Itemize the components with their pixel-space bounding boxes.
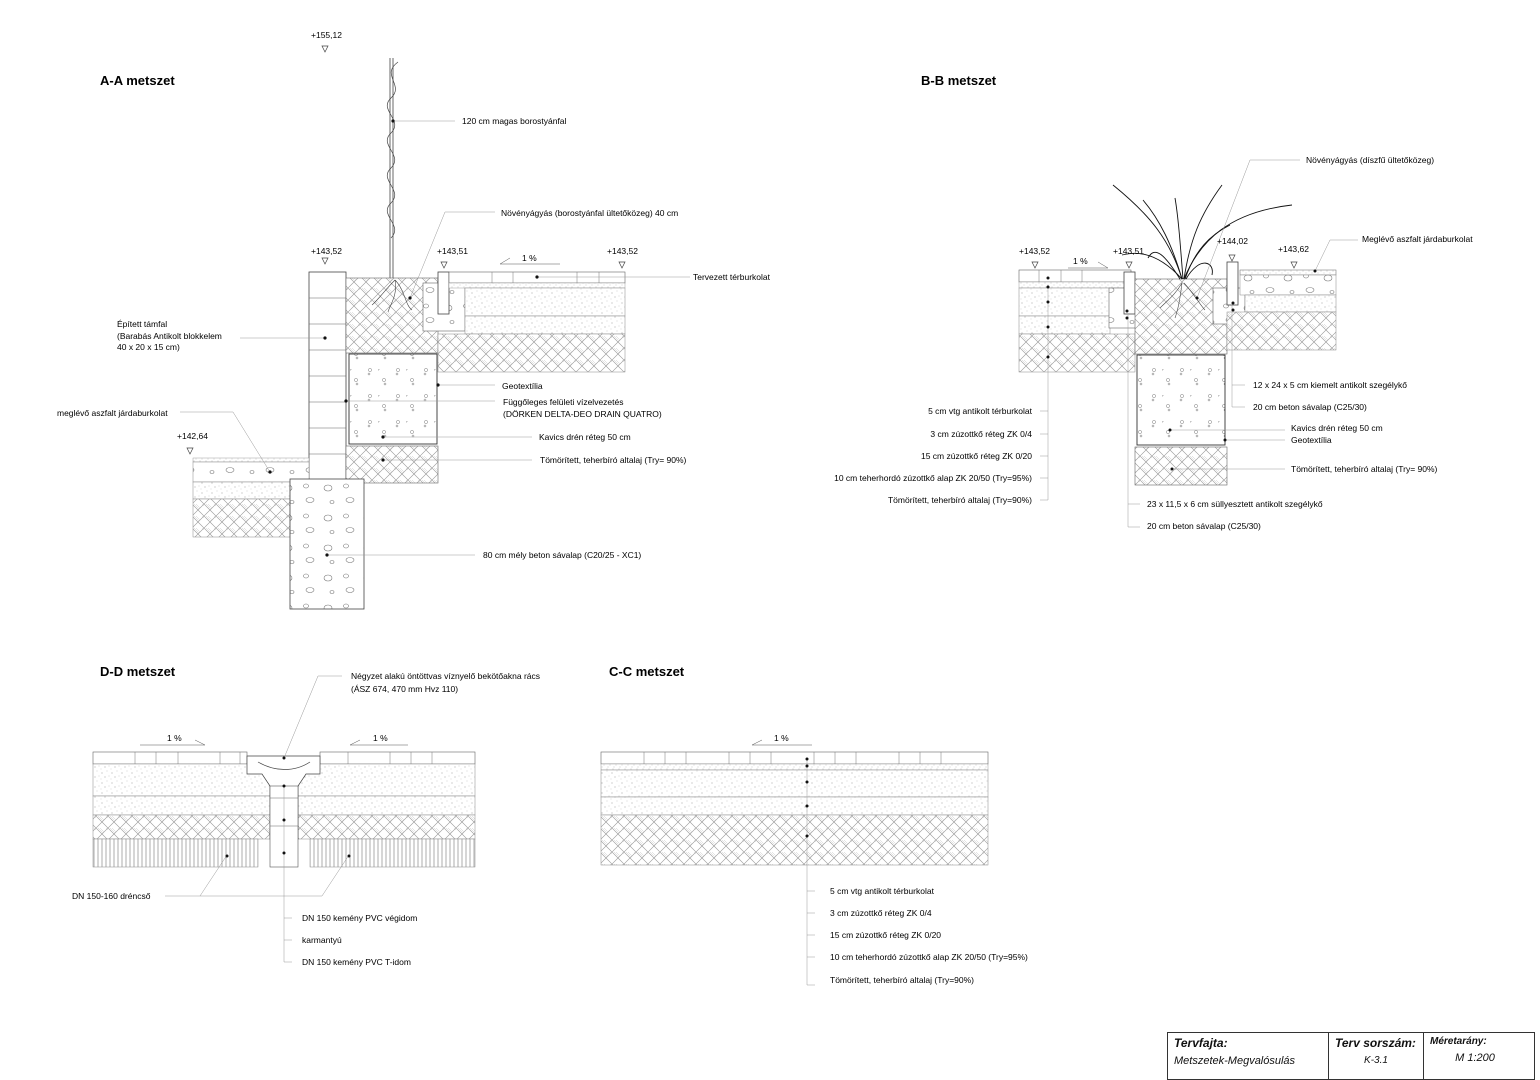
layer-label: 5 cm vtg antikolt térburkolat <box>928 406 1033 416</box>
plan-type-cell: Tervfajta: Metszetek-Megvalósulás <box>1168 1033 1329 1079</box>
callout-label: 20 cm beton sávalap (C25/30) <box>1253 402 1367 412</box>
callout-label: meglévő aszfalt járdaburkolat <box>57 408 168 418</box>
layer-label: 10 cm teherhordó zúzottkő alap ZK 20/50 … <box>834 473 1032 483</box>
plan-number-cell: Terv sorszám: K-3.1 <box>1329 1033 1424 1079</box>
plan-type-value: Metszetek-Megvalósulás <box>1174 1055 1296 1067</box>
layer-label: 15 cm zúzottkő réteg ZK 0/20 <box>921 451 1032 461</box>
plan-number-value: K-3.1 <box>1364 1055 1388 1066</box>
layer-label: 10 cm teherhordó zúzottkő alap ZK 20/50 … <box>830 952 1028 962</box>
callout-label: Geotextília <box>1291 435 1332 445</box>
slope-label: 1 % <box>522 253 537 263</box>
callout-label: Tervezett térburkolat <box>693 272 771 282</box>
scale-cell: Méretarány: M 1:200 <box>1424 1033 1526 1079</box>
level-label: +143,51 <box>437 246 468 256</box>
callout-label: Meglévő aszfalt járdaburkolat <box>1362 234 1473 244</box>
level-label: +142,64 <box>177 431 208 441</box>
section-titles: A-A metszet B-B metszet D-D metszet C-C … <box>100 73 997 679</box>
title-d-d: D-D metszet <box>100 664 176 679</box>
c-c-labels: 1 % 5 cm vtg antikolt térburkolat 3 cm z… <box>774 733 1028 985</box>
slope-label: 1 % <box>774 733 789 743</box>
callout-label: Tömörített, teherbíró altalaj (Try= 90%) <box>1291 464 1438 474</box>
callout-label: Tömörített, teherbíró altalaj (Try= 90%) <box>540 455 687 465</box>
b-b-labels: +143,52 +143,51 +144,02 +143,62 1 % Növé… <box>834 155 1473 531</box>
section-d-d <box>92 675 476 963</box>
level-label: +143,62 <box>1278 244 1309 254</box>
callout-label: 20 cm beton sávalap (C25/30) <box>1147 521 1261 531</box>
callout-label: 120 cm magas borostyánfal <box>462 116 567 126</box>
callout-label: DN 150 kemény PVC T-idom <box>302 957 411 967</box>
callout-label: Épített támfal <box>117 319 167 329</box>
section-c-c <box>600 739 989 986</box>
callout-label: (DÖRKEN DELTA-DEO DRAIN QUATRO) <box>503 409 662 419</box>
slope-label: 1 % <box>167 733 182 743</box>
layer-label: Tömörített, teherbíró altalaj (Try=90%) <box>888 495 1032 505</box>
a-a-labels: +155,12 +143,52 +143,51 +143,52 +142,64 … <box>57 30 771 560</box>
level-label: +143,52 <box>607 246 638 256</box>
callout-label: 80 cm mély beton sávalap (C20/25 - XC1) <box>483 550 641 560</box>
callout-label: 12 x 24 x 5 cm kiemelt antikolt szegélyk… <box>1253 380 1407 390</box>
callout-label: DN 150 kemény PVC végidom <box>302 913 417 923</box>
section-a-a <box>180 45 690 610</box>
callout-label: Négyzet alakú öntöttvas víznyelő bekötőa… <box>351 671 540 681</box>
scale-label: Méretarány: <box>1430 1036 1487 1047</box>
slope-label: 1 % <box>1073 256 1088 266</box>
d-d-labels: 1 % 1 % Négyzet alakú öntöttvas víznyelő… <box>72 671 540 967</box>
plan-type-label: Tervfajta: <box>1174 1036 1228 1050</box>
title-c-c: C-C metszet <box>609 664 685 679</box>
level-label: +155,12 <box>311 30 342 40</box>
callout-label: Kavics drén réteg 50 cm <box>1291 423 1383 433</box>
section-b-b <box>1018 159 1358 528</box>
layer-label: Tömörített, teherbíró altalaj (Try=90%) <box>830 975 974 985</box>
callout-label: Növényágyás (borostyánfal ültetőközeg) 4… <box>501 208 678 218</box>
level-label: +143,52 <box>311 246 342 256</box>
callout-label: karmantyú <box>302 935 342 945</box>
layer-label: 3 cm zúzottkő réteg ZK 0/4 <box>930 429 1032 439</box>
callout-label: Geotextília <box>502 381 543 391</box>
callout-label: 23 x 11,5 x 6 cm süllyesztett antikolt s… <box>1147 499 1323 509</box>
callout-label: DN 150-160 dréncső <box>72 891 151 901</box>
callout-label: Függőleges felületi vízelvezetés <box>503 397 624 407</box>
title-a-a: A-A metszet <box>100 73 175 88</box>
level-label: +143,52 <box>1019 246 1050 256</box>
slope-label: 1 % <box>373 733 388 743</box>
callout-label: (ÁSZ 674, 470 mm Hvz 110) <box>351 684 458 694</box>
layer-label: 15 cm zúzottkő réteg ZK 0/20 <box>830 930 941 940</box>
title-b-b: B-B metszet <box>921 73 997 88</box>
layer-label: 3 cm zúzottkő réteg ZK 0/4 <box>830 908 932 918</box>
callout-label: Növényágyás (díszfű ültetőközeg) <box>1306 155 1434 165</box>
callout-label: Kavics drén réteg 50 cm <box>539 432 631 442</box>
callout-label: 40 x 20 x 15 cm) <box>117 342 180 352</box>
plan-number-label: Terv sorszám: <box>1335 1036 1416 1050</box>
title-block: Tervfajta: Metszetek-Megvalósulás Terv s… <box>1167 1032 1535 1080</box>
callout-label: (Barabás Antikolt blokkelem <box>117 331 222 341</box>
level-label: +143,51 <box>1113 246 1144 256</box>
scale-value: M 1:200 <box>1455 1052 1495 1064</box>
level-label: +144,02 <box>1217 236 1248 246</box>
layer-label: 5 cm vtg antikolt térburkolat <box>830 886 935 896</box>
